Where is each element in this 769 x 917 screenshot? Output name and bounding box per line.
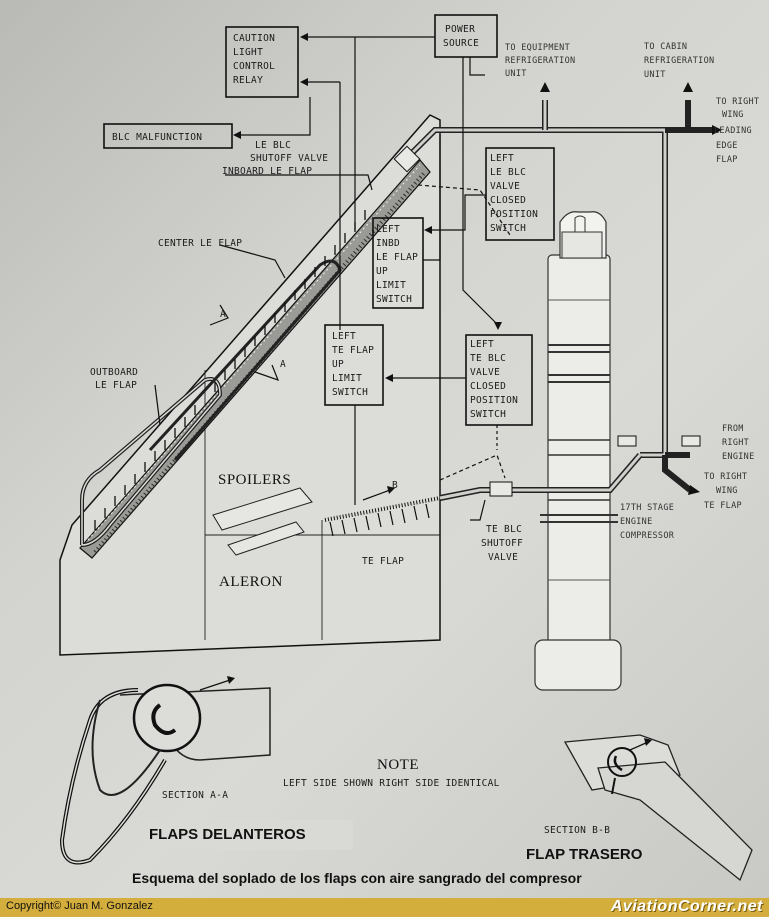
to-right-wing-te-line-1: TO RIGHT [704,472,747,482]
inboard-le-flap-label: INBOARD LE FLAP [222,166,312,177]
left-inbd-line-3: LE FLAP [376,252,418,263]
left-te-blc-line-1: LEFT [470,339,494,350]
left-le-blc-line-4: CLOSED [490,195,526,206]
left-le-blc-line-2: LE BLC [490,167,526,178]
to-right-wing-le-line-1: TO RIGHT [716,97,759,107]
left-inbd-line-6: SWITCH [376,294,412,305]
left-inbd-line-2: INBD [376,238,400,249]
left-le-blc-line-5: POSITION [490,209,538,220]
power-source-line-1: POWER [445,24,475,35]
stage-17-line-1: 17TH STAGE [620,503,674,513]
section-aa-label: SECTION A-A [162,790,228,801]
section-bb-label: SECTION B-B [544,825,610,836]
left-te-blc-line-2: TE BLC [470,353,506,364]
wing-outline [59,114,441,656]
from-right-engine-line-3: ENGINE [722,452,755,462]
power-source-box [434,14,498,58]
left-te-flap-line-1: LEFT [332,331,356,342]
te-blc-shutoff-line-2: SHUTOFF [481,538,523,549]
section-a-top-label: A [220,309,226,320]
to-cabin-line-3: UNIT [644,70,666,80]
to-right-wing-le-line-5: FLAP [716,155,738,165]
left-le-blc-line-1: LEFT [490,153,514,164]
brand-watermark: AviationCorner.net [610,898,763,915]
left-te-blc-switch-box [465,334,533,426]
to-cabin-line-2: REFRIGERATION [644,56,714,66]
le-blc-shutoff-line-2: SHUTOFF VALVE [250,153,328,164]
flaps-delanteros-caption: FLAPS DELANTEROS [141,820,353,850]
outboard-le-flap-line-1: OUTBOARD [90,367,138,378]
outboard-le-flap-line-2: LE FLAP [95,380,137,391]
left-inbd-line-5: LIMIT [376,280,406,291]
to-equipment-line-3: UNIT [505,69,527,79]
left-te-flap-line-3: UP [332,359,344,370]
caution-light-relay-box [225,26,299,98]
left-te-flap-line-4: LIMIT [332,373,362,384]
note-title: NOTE [377,757,419,773]
to-equipment-line-1: TO EQUIPMENT [505,43,570,53]
left-inbd-line-1: LEFT [376,224,400,235]
left-le-blc-line-3: VALVE [490,181,520,192]
control-wiring [154,33,511,521]
to-right-wing-le-line-4: EDGE [716,141,738,151]
from-right-engine-line-1: FROM [722,424,744,434]
diagram-caption: Esquema del soplado de los flaps con air… [132,870,582,886]
section-b-b-detail [563,734,753,882]
to-right-wing-te-line-3: TE FLAP [704,501,742,511]
power-source-line-2: SOURCE [443,38,479,49]
caution-relay-line-2: LIGHT [233,47,263,58]
left-inbd-switch-box [372,217,424,309]
left-te-blc-line-4: CLOSED [470,381,506,392]
section-a-a-detail [59,676,271,865]
stage-17-line-2: ENGINE [620,517,653,527]
center-le-flap-label: CENTER LE FLAP [158,238,242,249]
left-te-flap-switch-box [324,324,384,406]
section-a-bottom-label: A [280,359,286,370]
bleed-air-ducts [393,82,722,501]
te-blc-shutoff-line-3: VALVE [488,552,518,563]
engine [534,211,622,691]
left-te-blc-line-5: POSITION [470,395,518,406]
to-right-wing-le-line-3: LEADING [714,126,752,136]
left-te-flap-line-2: TE FLAP [332,345,374,356]
left-inbd-line-4: UP [376,266,388,277]
caution-relay-line-4: RELAY [233,75,263,86]
to-right-wing-le-line-2: WING [722,110,744,120]
te-blc-shutoff-line-1: TE BLC [486,524,522,535]
left-te-blc-line-6: SWITCH [470,409,506,420]
footer-bar: Copyright© Juan M. Gonzalez AviationCorn… [0,898,769,917]
left-te-flap-line-5: SWITCH [332,387,368,398]
to-cabin-line-1: TO CABIN [644,42,687,52]
caution-relay-line-1: CAUTION [233,33,275,44]
le-blc-shutoff-line-1: LE BLC [255,140,291,151]
aleron-label: ALERON [219,574,283,590]
left-le-blc-switch-box [485,147,555,241]
te-flap-label: TE FLAP [362,556,404,567]
to-equipment-line-2: REFRIGERATION [505,56,575,66]
left-te-blc-line-3: VALVE [470,367,500,378]
stage-17-line-3: COMPRESSOR [620,531,675,541]
section-b-label: B [392,480,398,491]
spoilers-label: SPOILERS [218,472,291,488]
note-text: LEFT SIDE SHOWN RIGHT SIDE IDENTICAL [283,778,500,789]
control-boxes [103,14,555,426]
copyright-text: Copyright© Juan M. Gonzalez [6,900,153,912]
flap-trasero-caption: FLAP TRASERO [526,846,643,863]
to-right-wing-te-line-2: WING [716,486,738,496]
caution-relay-line-3: CONTROL [233,61,275,72]
left-le-blc-line-6: SWITCH [490,223,526,234]
blc-malfunction-box [103,123,233,149]
blc-malfunction-label: BLC MALFUNCTION [112,132,202,143]
from-right-engine-line-2: RIGHT [722,438,749,448]
